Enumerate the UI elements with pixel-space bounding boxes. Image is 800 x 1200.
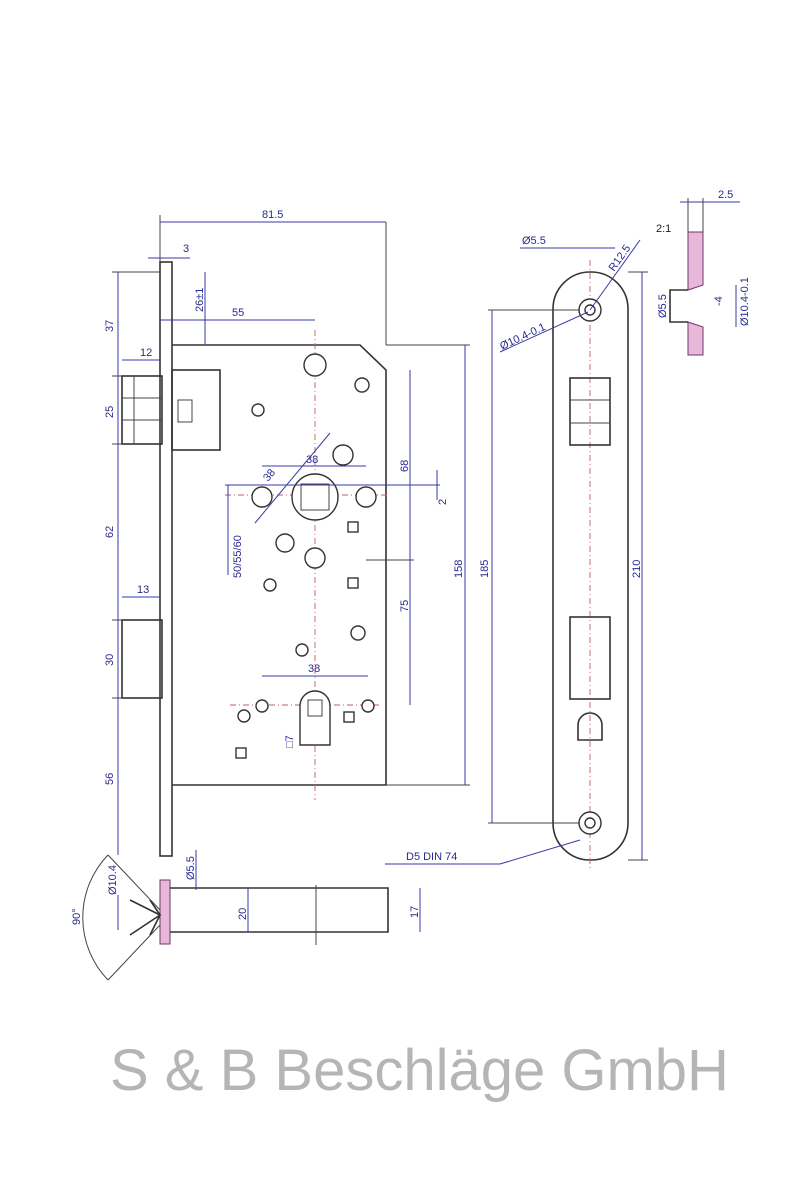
dim-158: 158 — [453, 560, 465, 578]
latch — [121, 375, 163, 445]
forend-plate — [159, 261, 173, 857]
dim-90-degree: 90° — [71, 908, 83, 925]
bolt-opening — [569, 616, 611, 700]
dim-17: 17 — [409, 906, 421, 918]
dim-minus-4: -4 — [713, 296, 725, 306]
screw-holes — [235, 353, 377, 759]
bolt — [121, 619, 163, 699]
dim-38-top: 38 — [306, 454, 318, 466]
dim-68: 68 — [399, 460, 411, 472]
lock-bottom-view: 90° Ø10.4 Ø5.5 20 17 — [71, 850, 421, 981]
dim-2-5: 2.5 — [718, 189, 733, 201]
dim-dia-5-5-detail: Ø5.5 — [657, 294, 669, 318]
dim-dia-5-5-side: Ø5.5 — [185, 856, 197, 880]
dim-20: 20 — [237, 908, 249, 920]
cylinder-cam — [299, 690, 331, 746]
dim-r12-5: R12.5 — [607, 243, 634, 274]
screw-note: D5 DIN 74 — [406, 851, 457, 863]
dim-38-bottom: 38 — [308, 663, 320, 675]
dim-2: 2 — [437, 499, 449, 505]
dim-30: 30 — [104, 654, 116, 666]
dim-75: 75 — [399, 600, 411, 612]
dim-38-diagonal: 38 — [261, 467, 278, 484]
dim-backset: 50/55/60 — [232, 535, 244, 578]
dim-dia-10-4-side: Ø10.4 — [107, 865, 119, 895]
dim-56: 56 — [104, 773, 116, 785]
countersink-detail: 2:1 2.5 Ø5.5 Ø10.4-0.1 -4 — [656, 189, 751, 356]
scale-label: 2:1 — [656, 223, 671, 235]
dim-3: 3 — [183, 243, 189, 255]
latch-housing — [171, 369, 221, 451]
watermark: S & B Beschläge GmbH — [110, 1038, 729, 1103]
latch-opening — [569, 377, 611, 446]
dim-62: 62 — [104, 526, 116, 538]
dim-12: 12 — [140, 347, 152, 359]
dim-55: 55 — [232, 307, 244, 319]
dim-37: 37 — [104, 320, 116, 332]
dim-dia-10-4-detail: Ø10.4-0.1 — [739, 277, 751, 326]
dim-square-7: □7 — [284, 735, 296, 748]
dim-dia-5-5-plate: Ø5.5 — [522, 235, 546, 247]
faceplate — [552, 271, 629, 861]
dim-25: 25 — [104, 406, 116, 418]
dim-185: 185 — [479, 560, 491, 578]
faceplate-view: Ø5.5 R12.5 Ø10.4-0.1 185 210 D5 DIN 74 — [385, 235, 648, 870]
cylinder-opening — [577, 712, 603, 741]
front-dimensions: 81.5 3 26±1 55 37 25 62 30 56 12 13 38 3… — [104, 209, 470, 855]
dim-dia-10-4-plate: Ø10.4-0.1 — [498, 321, 547, 353]
dim-81-5: 81.5 — [262, 209, 283, 221]
dim-13: 13 — [137, 584, 149, 596]
dim-26: 26±1 — [194, 288, 206, 312]
lock-case-front-view — [121, 261, 390, 857]
dim-210: 210 — [631, 560, 643, 578]
follower-hub — [291, 473, 339, 521]
